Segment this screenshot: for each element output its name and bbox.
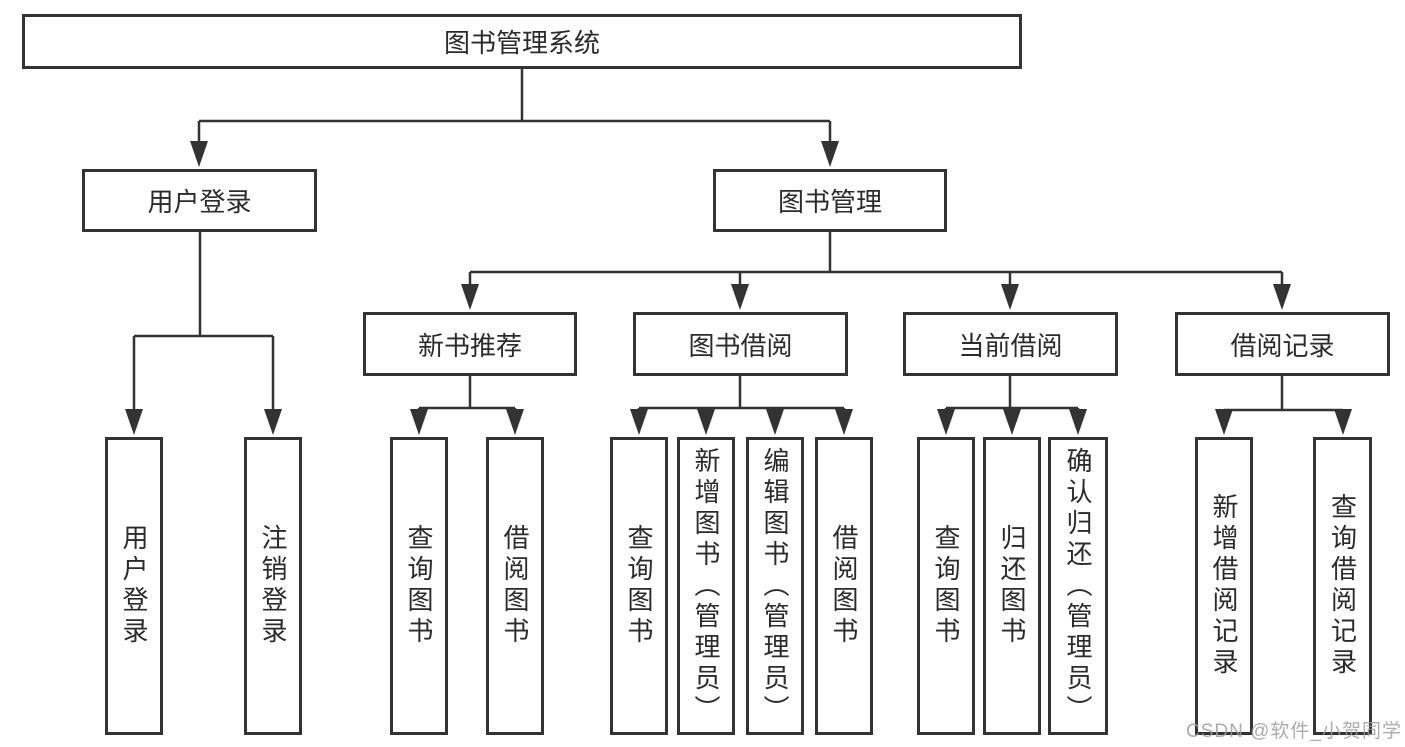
arrow-down-icon (190, 141, 208, 167)
arrow-down-icon (697, 409, 715, 435)
arrow-down-icon (1215, 409, 1233, 435)
arrow-down-icon (766, 409, 784, 435)
leaf-return-books: 归还图书 (983, 437, 1041, 735)
arrow-down-icon (125, 409, 143, 435)
arrow-down-icon (1334, 409, 1352, 435)
leaf-logout: 注销登录 (244, 437, 302, 735)
leaf-query-borrow-record: 查询借阅记录 (1313, 437, 1372, 735)
arrow-down-icon (264, 409, 282, 435)
leaf-query-books-current: 查询图书 (917, 437, 975, 735)
leaf-borrow-books: 借阅图书 (815, 437, 873, 735)
arrow-down-icon (731, 284, 749, 310)
leaf-add-borrow-record: 新增借阅记录 (1195, 437, 1253, 735)
node-library-management-system: 图书管理系统 (22, 14, 1022, 69)
arrow-down-icon (630, 409, 648, 435)
node-new-book-recommendation: 新书推荐 (363, 312, 577, 376)
node-book-borrowing: 图书借阅 (633, 312, 848, 376)
leaf-query-books-recommend: 查询图书 (390, 437, 448, 735)
arrow-down-icon (410, 409, 428, 435)
leaf-edit-books-admin: 编辑图书（管理员） (746, 437, 804, 735)
arrow-down-icon (1273, 284, 1291, 310)
leaf-add-books-admin: 新增图书（管理员） (677, 437, 735, 735)
leaf-user-login: 用户登录 (105, 437, 163, 735)
csdn-watermark: CSDN @软件_小贺同学 (1186, 721, 1402, 742)
arrow-down-icon (937, 409, 955, 435)
node-user-login-module: 用户登录 (82, 169, 317, 232)
arrow-down-icon (821, 141, 839, 167)
node-book-management-module: 图书管理 (713, 169, 947, 232)
arrow-down-icon (1001, 284, 1019, 310)
arrow-down-icon (506, 409, 524, 435)
node-borrowing-records: 借阅记录 (1175, 312, 1390, 376)
node-current-borrowing: 当前借阅 (903, 312, 1118, 376)
leaf-borrow-books-recommend: 借阅图书 (486, 437, 544, 735)
leaf-confirm-return-admin: 确认归还（管理员） (1048, 437, 1108, 735)
arrow-down-icon (1069, 409, 1087, 435)
leaf-query-books-borrowing: 查询图书 (610, 437, 668, 735)
arrow-down-icon (835, 409, 853, 435)
arrow-down-icon (461, 284, 479, 310)
arrow-down-icon (1003, 409, 1021, 435)
